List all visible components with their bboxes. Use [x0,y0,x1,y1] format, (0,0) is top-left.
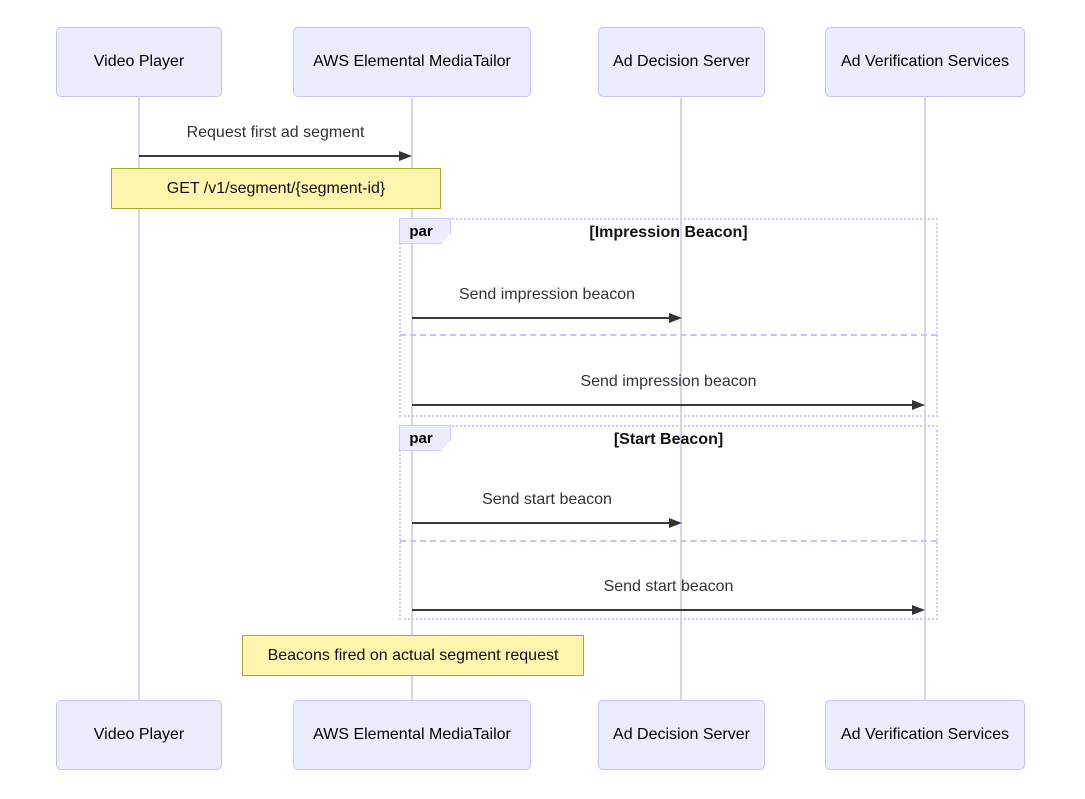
lifeline-video-player [138,98,140,700]
participant-ad-verification-services-top: Ad Verification Services [825,27,1025,97]
lifeline-ad-decision-server [680,98,682,700]
par-title-impression-beacon: [Impression Beacon] [589,224,748,241]
message-line [412,522,669,524]
message-line [412,609,912,611]
participant-ad-verification-services-bottom: Ad Verification Services [825,700,1025,770]
par-keyword-label: par [399,218,451,244]
message-line [412,317,669,319]
participant-ad-decision-server-bottom: Ad Decision Server [598,700,765,770]
note-get-segment: GET /v1/segment/{segment-id} [111,168,441,209]
participant-ad-decision-server-top: Ad Decision Server [598,27,765,97]
par-keyword-label: par [399,425,451,451]
participant-mediatailor-top: AWS Elemental MediaTailor [293,27,531,97]
par-divider [400,334,937,336]
participant-video-player-top: Video Player [56,27,222,97]
par-block-impression-beacon [399,218,938,417]
arrowhead-icon [669,518,682,528]
message-line [412,404,912,406]
par-block-start-beacon [399,425,938,620]
lifeline-ad-verification-services [924,98,926,700]
message-label-send-start-beacon-avs: Send start beacon [603,578,734,595]
par-divider [400,540,937,542]
arrowhead-icon [912,605,925,615]
message-line [139,155,399,157]
note-beacons-fired: Beacons fired on actual segment request [242,635,584,676]
participant-video-player-bottom: Video Player [56,700,222,770]
par-title-start-beacon: [Start Beacon] [613,431,724,448]
message-label-request-first-ad-segment: Request first ad segment [186,124,365,141]
arrowhead-icon [669,313,682,323]
lifeline-mediatailor [411,98,413,700]
arrowhead-icon [399,151,412,161]
arrowhead-icon [912,400,925,410]
message-label-send-impression-beacon-avs: Send impression beacon [580,373,757,390]
participant-mediatailor-bottom: AWS Elemental MediaTailor [293,700,531,770]
message-label-send-impression-beacon-ads: Send impression beacon [458,286,636,303]
message-label-send-start-beacon-ads: Send start beacon [482,491,612,508]
